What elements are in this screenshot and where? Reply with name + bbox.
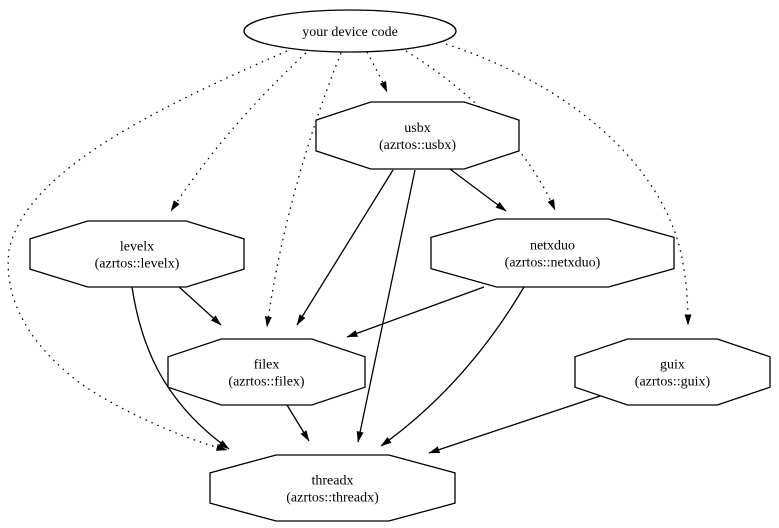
- edge-guix-threadx: [428, 393, 607, 454]
- node-levelx: levelx(azrtos::levelx): [29, 220, 245, 288]
- edge-usbx-threadx: [356, 169, 416, 443]
- node-levelx-shape: [29, 220, 245, 288]
- node-threadx-label-line-0: threadx: [312, 474, 354, 489]
- edge-device-guix: [445, 43, 692, 326]
- node-guix-shape: [574, 338, 771, 406]
- node-threadx: threadx(azrtos::threadx): [209, 454, 456, 522]
- node-usbx-label-line-1: (azrtos::usbx): [379, 138, 456, 153]
- edge-levelx-threadx: [131, 286, 230, 450]
- node-threadx-shape: [209, 454, 456, 522]
- node-device-label-line-0: your device code: [302, 25, 398, 40]
- node-netxduo: netxduo(azrtos::netxduo): [430, 218, 675, 288]
- edge-netxduo-filex: [346, 286, 485, 338]
- node-netxduo-shape: [430, 218, 675, 288]
- edge-usbx-netxduo: [449, 168, 507, 212]
- node-device: your device code: [243, 9, 457, 53]
- node-device-shape: [243, 9, 457, 53]
- edge-device-filex: [264, 52, 342, 328]
- node-filex-label-line-0: filex: [254, 358, 280, 373]
- node-levelx-label-line-0: levelx: [120, 240, 154, 255]
- node-guix-label-line-1: (azrtos::guix): [635, 375, 711, 390]
- edge-device-threadx: [7, 50, 288, 451]
- node-guix-label-line-0: guix: [660, 358, 685, 373]
- node-filex-shape: [167, 338, 366, 406]
- node-threadx-label-line-1: (azrtos::threadx): [286, 491, 379, 506]
- edge-device-usbx: [366, 51, 388, 93]
- node-netxduo-label-line-1: (azrtos::netxduo): [505, 256, 601, 271]
- node-usbx: usbx(azrtos::usbx): [315, 101, 520, 170]
- edge-device-levelx: [170, 52, 307, 212]
- node-guix: guix(azrtos::guix): [574, 338, 771, 406]
- edge-levelx-filex: [177, 285, 222, 326]
- edge-device-netxduo: [405, 50, 556, 211]
- node-netxduo-label-line-0: netxduo: [530, 239, 575, 254]
- node-levelx-label-line-1: (azrtos::levelx): [95, 257, 180, 272]
- node-usbx-shape: [315, 101, 520, 170]
- node-filex: filex(azrtos::filex): [167, 338, 366, 406]
- node-filex-label-line-1: (azrtos::filex): [228, 375, 305, 390]
- edge-netxduo-threadx: [380, 286, 525, 447]
- edge-usbx-filex: [296, 169, 394, 326]
- node-usbx-label-line-0: usbx: [404, 121, 430, 136]
- edge-filex-threadx: [286, 404, 310, 442]
